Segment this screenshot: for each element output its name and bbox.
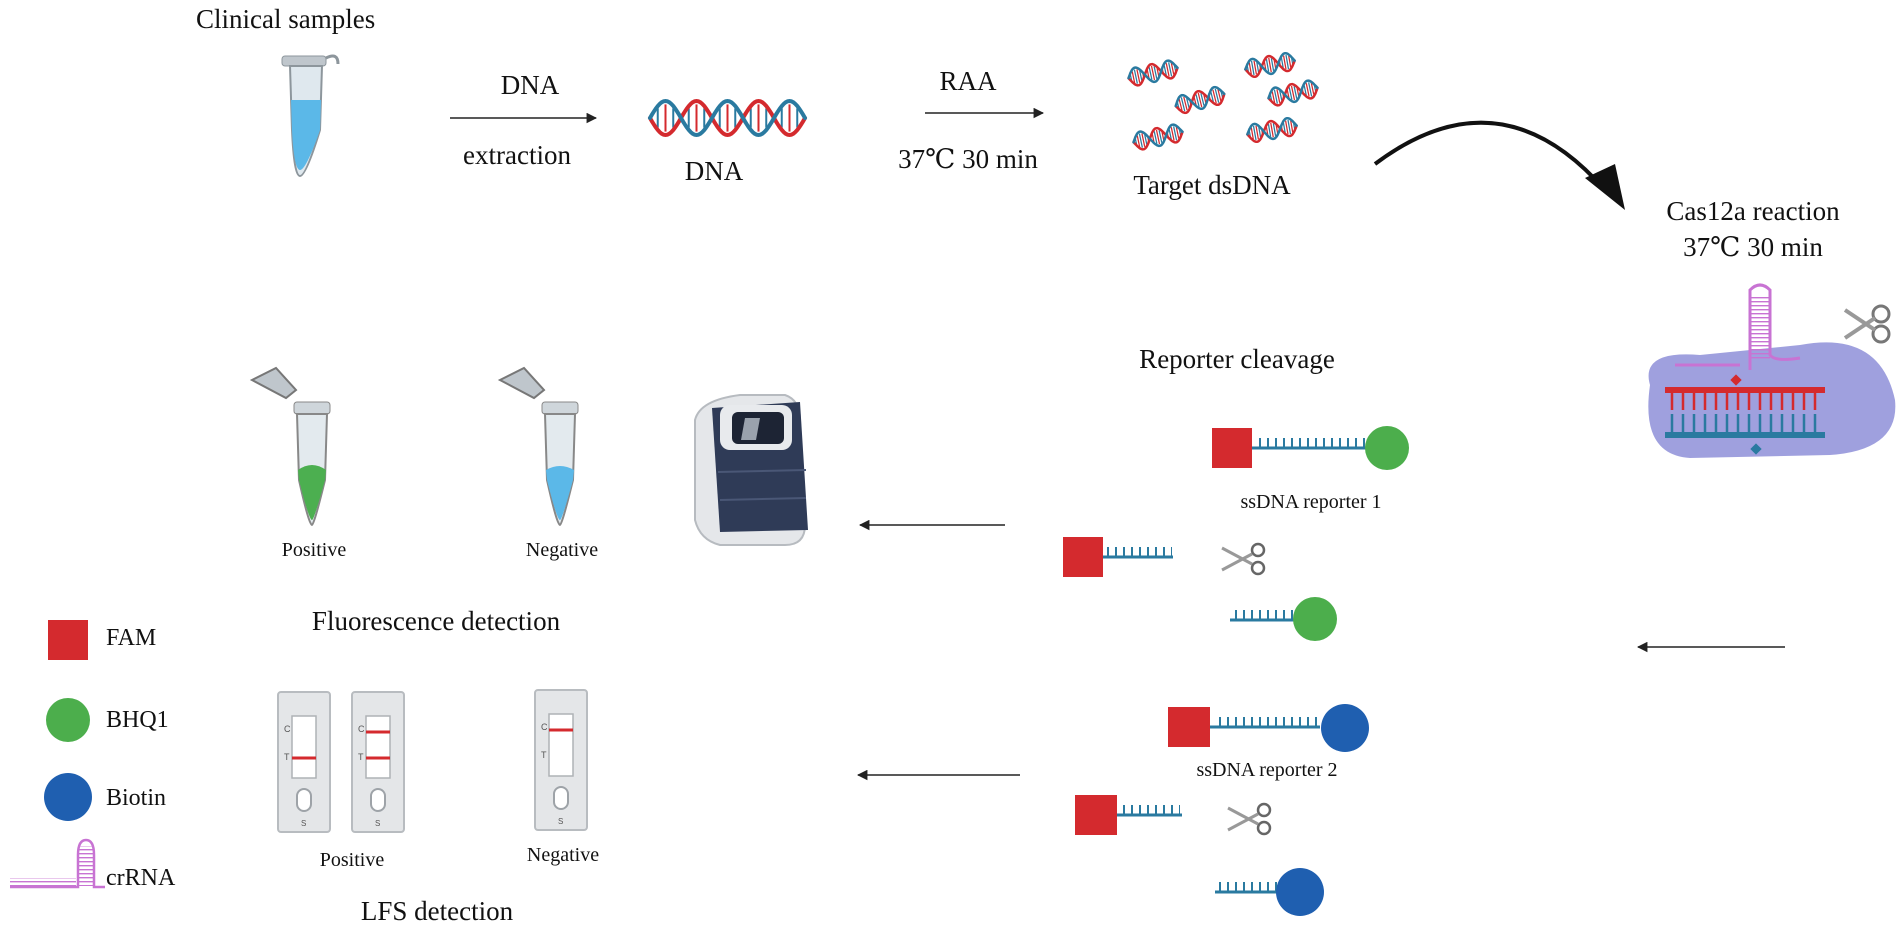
legend-bhq1-swatch bbox=[46, 698, 90, 742]
strip-t-mark: T bbox=[358, 752, 364, 762]
strip-t-mark: T bbox=[541, 750, 547, 760]
cas12a-condition-label: 37℃ 30 min bbox=[1683, 232, 1823, 262]
lfs-detection-title: LFS detection bbox=[360, 896, 514, 926]
legend-crrna-icon bbox=[10, 838, 105, 889]
target-dsdna-label: Target dsDNA bbox=[1133, 170, 1291, 200]
fluorescence-reader-icon bbox=[694, 394, 808, 546]
strip-c-mark: C bbox=[541, 722, 548, 732]
strip-t-mark: T bbox=[284, 752, 290, 762]
sample-tube-icon bbox=[281, 54, 340, 178]
lfs-negative-label: Negative bbox=[526, 844, 600, 866]
legend bbox=[10, 620, 105, 889]
strip-c-mark: C bbox=[358, 724, 365, 734]
clinical-samples-label: Clinical samples bbox=[196, 4, 376, 34]
legend-bhq1-label: BHQ1 bbox=[106, 707, 169, 733]
curved-arrow-icon bbox=[1373, 120, 1625, 210]
legend-biotin-swatch bbox=[44, 773, 92, 821]
fluorescence-detection-title: Fluorescence detection bbox=[311, 606, 561, 636]
raa-condition-label: 37℃ 30 min bbox=[898, 144, 1038, 174]
legend-crrna-label: crRNA bbox=[106, 865, 176, 891]
reporter-1-cleaved-bhq1 bbox=[1230, 597, 1337, 641]
fluorescence-positive-label: Positive bbox=[281, 539, 347, 561]
negative-tube-icon bbox=[497, 366, 579, 527]
strip-s-mark: S bbox=[301, 819, 306, 828]
reporter-1-cleaved-fam bbox=[1063, 537, 1173, 577]
raa-step-label: RAA bbox=[939, 66, 997, 96]
dna-label: DNA bbox=[684, 156, 744, 186]
reporter-2-cleaved-fam bbox=[1075, 795, 1182, 835]
strip-c-mark: C bbox=[284, 724, 291, 734]
reporter-2-cleaved-biotin bbox=[1215, 868, 1324, 916]
dna-step-label: DNA bbox=[500, 70, 560, 100]
scissors-icon bbox=[1843, 304, 1891, 344]
ssdna-reporter-1-label: ssDNA reporter 1 bbox=[1240, 491, 1382, 513]
strip-s-mark: S bbox=[375, 819, 380, 828]
legend-fam-swatch bbox=[48, 620, 88, 660]
legend-fam-label: FAM bbox=[106, 625, 157, 651]
scissors-icon bbox=[1227, 802, 1272, 836]
cas12a-reaction-label: Cas12a reaction bbox=[1666, 196, 1840, 226]
ssdna-reporter-1-intact bbox=[1212, 426, 1409, 470]
lfs-strips: C T S C T S C T S bbox=[277, 689, 588, 833]
positive-tube-icon bbox=[249, 366, 331, 527]
cas12a-complex-icon bbox=[1648, 283, 1896, 458]
reporter-cleavage-label: Reporter cleavage bbox=[1139, 344, 1335, 374]
ssdna-reporter-2-intact bbox=[1168, 704, 1369, 752]
lfs-positive-label: Positive bbox=[319, 849, 385, 871]
extraction-step-label: extraction bbox=[463, 140, 571, 170]
strip-s-mark: S bbox=[558, 817, 563, 826]
target-dsdna-icon bbox=[1127, 51, 1319, 151]
fluorescence-negative-label: Negative bbox=[525, 539, 599, 561]
scissors-icon bbox=[1221, 542, 1266, 576]
dna-helix-icon bbox=[648, 98, 807, 138]
legend-biotin-label: Biotin bbox=[106, 785, 167, 811]
ssdna-reporter-2-label: ssDNA reporter 2 bbox=[1196, 759, 1338, 781]
